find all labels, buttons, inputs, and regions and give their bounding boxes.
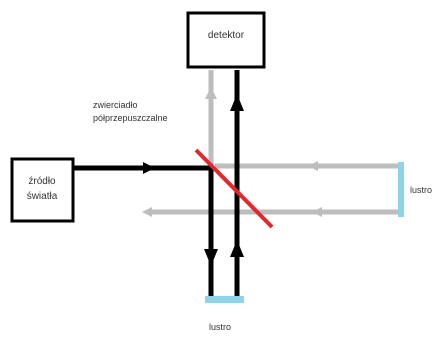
right-mirror-label: lustro [410,185,432,195]
gray-arrow-vertical [205,87,217,99]
detector-label: detektor [208,30,245,41]
black-arrow-down [204,249,218,266]
black-arrow-source [143,162,155,174]
gray-arrow-upper [308,161,318,171]
black-arrow-up-lower [230,240,244,257]
beam-splitter [194,148,274,229]
gray-arrow-lower-right [312,207,322,217]
right-mirror [398,162,404,217]
beam-splitter-label-line2: półprzepuszczalne [93,113,168,123]
detector-box [186,11,266,69]
light-source-label-line2: światła [27,191,58,202]
bottom-mirror [205,296,244,303]
primary-beams [72,70,244,296]
black-arrow-up-upper [230,94,244,111]
light-source-label-line1: źródło [28,176,56,187]
beam-splitter-label-line1: zwierciadło [93,100,138,110]
light-source-box [10,157,75,223]
gray-arrow-lower-left [142,207,152,217]
bottom-mirror-label: lustro [209,322,231,332]
secondary-beams [142,70,402,217]
